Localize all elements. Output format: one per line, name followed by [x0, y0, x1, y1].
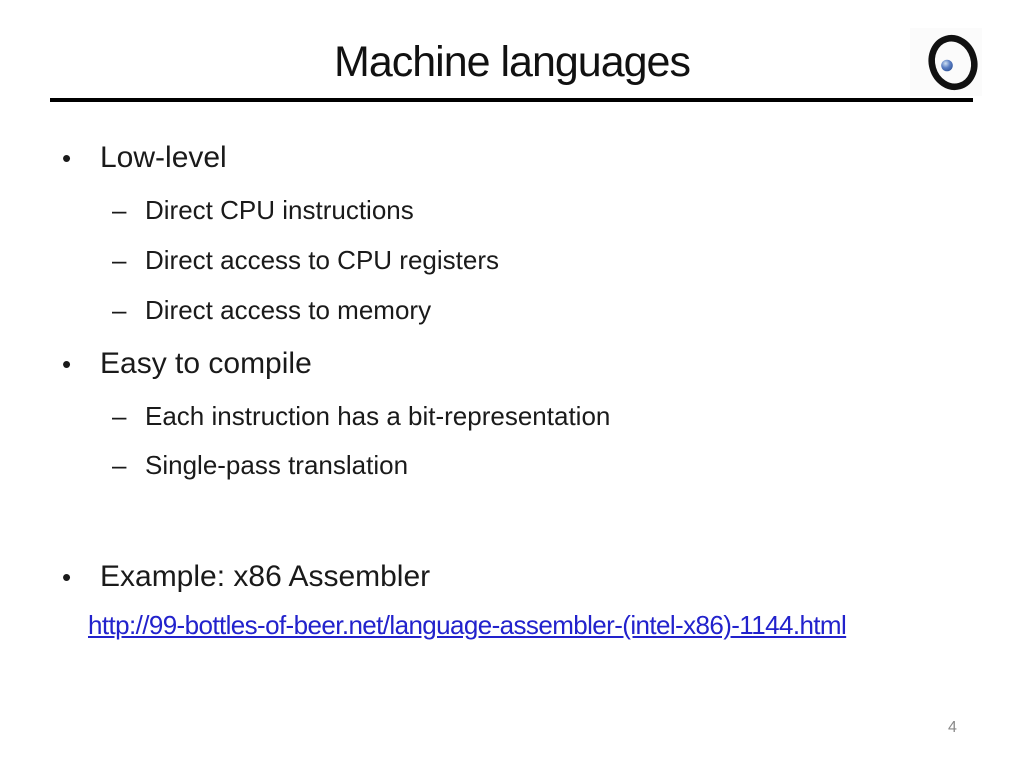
- slide-title: Machine languages: [334, 38, 691, 86]
- subbullet-text: Single-pass translation: [145, 450, 409, 480]
- subbullet-direct-cpu-instructions: – Direct CPU instructions: [112, 192, 414, 228]
- subbullet-text: Direct access to memory: [145, 295, 432, 325]
- bullet-dash-icon: –: [112, 195, 127, 225]
- subbullet-bit-representation: – Each instruction has a bit-representat…: [112, 398, 610, 434]
- subbullet-direct-access-memory: – Direct access to memory: [112, 292, 431, 328]
- example-link-row: http://99-bottles-of-beer.net/language-a…: [88, 607, 847, 643]
- bullet-text: Easy to compile: [100, 347, 312, 380]
- subbullet-text: Direct CPU instructions: [145, 195, 414, 225]
- bullet-text: Example: x86 Assembler: [100, 560, 431, 593]
- bullet-easy-to-compile: • Easy to compile: [62, 344, 312, 384]
- subbullet-direct-access-registers: – Direct access to CPU registers: [112, 242, 499, 278]
- bullet-dash-icon: –: [112, 295, 127, 325]
- subbullet-single-pass: – Single-pass translation: [112, 447, 408, 483]
- bullet-dash-icon: –: [112, 245, 127, 275]
- ring-logo-icon: [910, 28, 982, 96]
- ring-logo-svg: [928, 34, 978, 91]
- beer-song-link[interactable]: http://99-bottles-of-beer.net/language-a…: [88, 610, 847, 640]
- bullet-text: Low-level: [100, 141, 227, 174]
- title-divider: [50, 98, 973, 102]
- bullet-low-level: • Low-level: [62, 138, 227, 178]
- bullet-dot-icon: •: [62, 143, 72, 173]
- bullet-dash-icon: –: [112, 450, 127, 480]
- subbullet-text: Each instruction has a bit-representatio…: [145, 401, 611, 431]
- subbullet-text: Direct access to CPU registers: [145, 245, 499, 275]
- bullet-dot-icon: •: [62, 562, 72, 592]
- bullet-example-x86: • Example: x86 Assembler: [62, 557, 430, 597]
- bullet-dot-icon: •: [62, 349, 72, 379]
- page-number: 4: [948, 719, 957, 736]
- bullet-dash-icon: –: [112, 401, 127, 431]
